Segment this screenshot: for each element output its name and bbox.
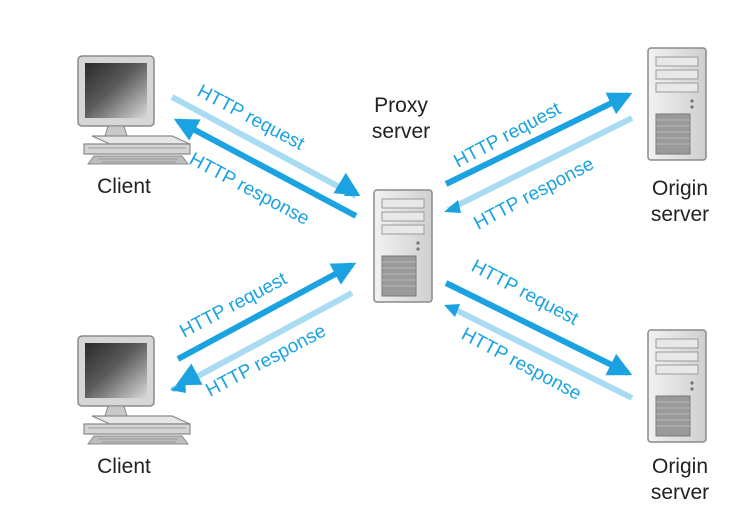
origin-bottom-request-arrow [444, 280, 633, 376]
proxy-label-line1: Proxy [374, 94, 428, 117]
origin-top-label-line2: server [651, 203, 709, 226]
origin-top-response-arrowhead [444, 200, 461, 213]
client-top-request-line [170, 94, 358, 199]
client-top-node: Client [77, 55, 191, 198]
origin-bottom-label-line2: server [651, 481, 709, 504]
client-bottom-node: Client [77, 335, 191, 478]
origin-server-top-node: Origin server [647, 47, 709, 226]
proxy-server-node: Proxy server [372, 94, 433, 303]
client-top-request-arrowhead [344, 184, 360, 196]
server-tower-icon [373, 189, 433, 303]
client-bottom-label: Client [97, 455, 151, 478]
client-top-response-arrow [173, 118, 358, 219]
origin-top-label-line1: Origin [652, 177, 708, 200]
origin-server-bottom-node: Origin server [647, 329, 709, 504]
origin-bottom-response-line [448, 304, 634, 401]
proxy-label-line2: server [372, 120, 430, 143]
origin-bottom-response-arrowhead [444, 304, 460, 317]
desktop-computer-icon [77, 55, 191, 165]
client-bottom-request-arrow [176, 262, 357, 362]
server-tower-icon [647, 329, 707, 443]
origin-bottom-label-line1: Origin [652, 455, 708, 478]
client-bottom-response-arrowhead [170, 380, 186, 393]
client-top-label: Client [97, 175, 151, 198]
server-tower-icon [647, 47, 707, 161]
origin-top-response-line [446, 115, 634, 213]
origin-top-request-arrow [444, 92, 633, 187]
